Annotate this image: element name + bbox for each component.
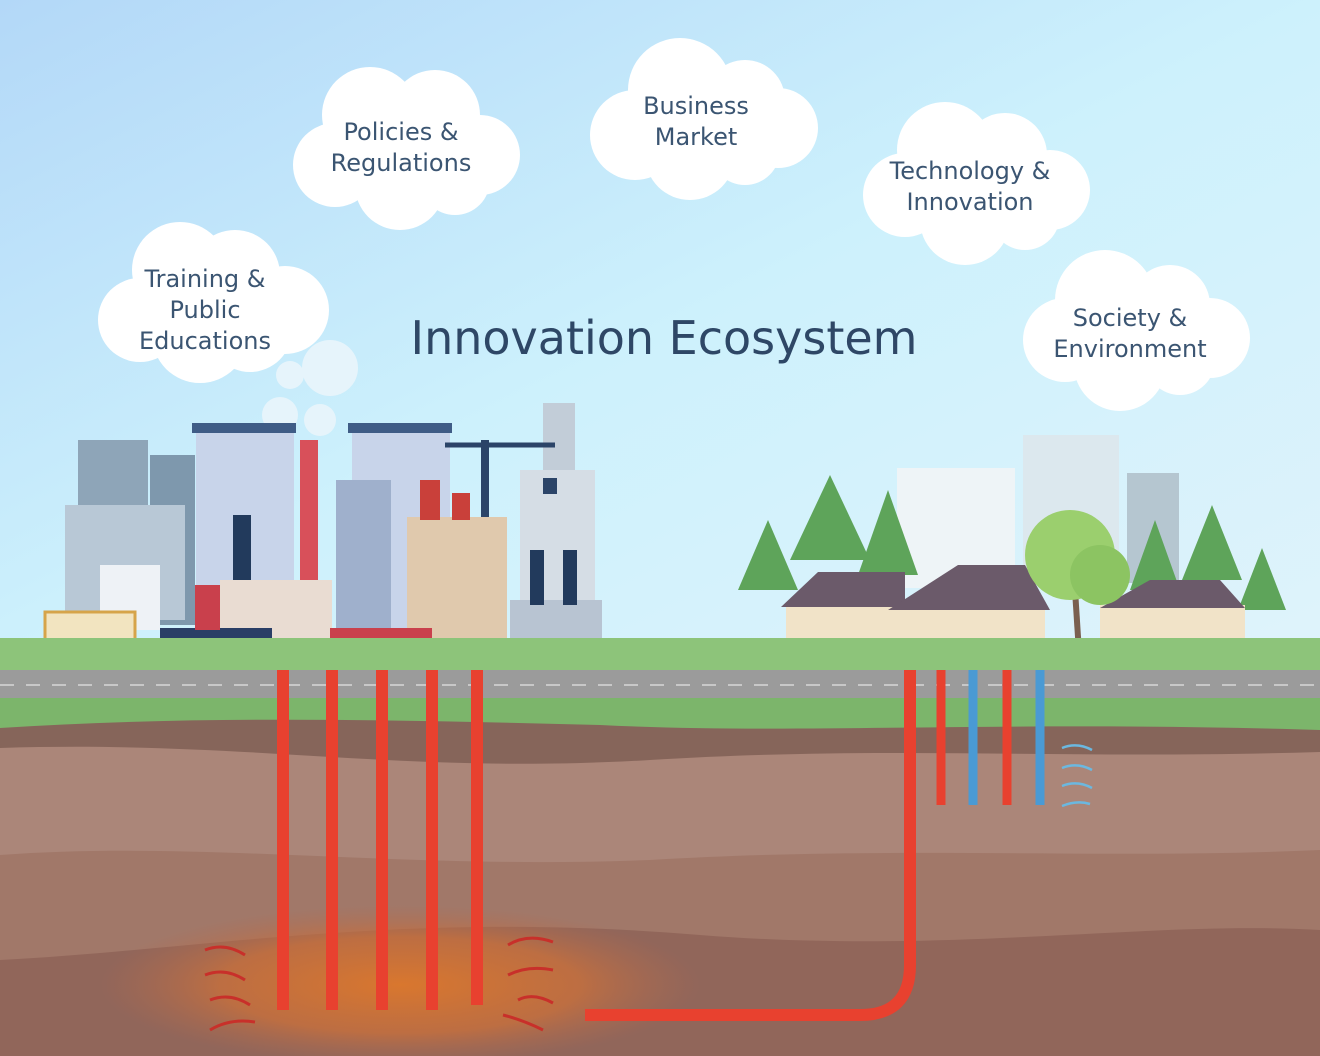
- grass-strip: [0, 638, 1320, 670]
- cloud-technology: [863, 102, 1090, 265]
- cloud-training: [98, 222, 358, 436]
- cloud-policies: [293, 67, 520, 230]
- cloud-label-society: Society &Environment: [1053, 304, 1206, 363]
- cloud-label-policies: Policies &Regulations: [331, 118, 472, 177]
- geothermal-heat-zone: [100, 905, 700, 1056]
- cold-pipes: [968, 670, 1045, 805]
- cloud-label-technology: Technology &Innovation: [889, 157, 1051, 216]
- cloud-society: [1023, 250, 1250, 411]
- hot-pipes: [277, 670, 1012, 1021]
- ground-loop-arrows: [1061, 744, 1093, 808]
- title: Innovation Ecosystem: [411, 311, 918, 365]
- cloud-business: [590, 38, 818, 200]
- heat-flow-arrows: [204, 936, 554, 1032]
